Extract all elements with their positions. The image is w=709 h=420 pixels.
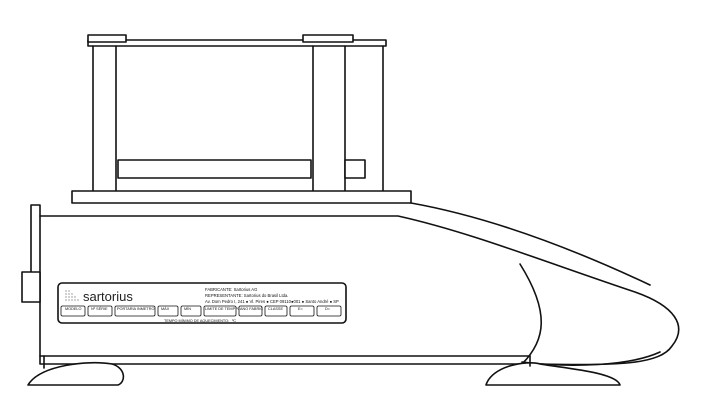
label-field-text: CLASSE: [268, 307, 283, 311]
housing-rear-panel: [30, 204, 41, 273]
label-field-box: [238, 305, 263, 317]
manufacturer-line: FABRICANTE: Sartorius AG: [205, 287, 257, 292]
housing-body: [39, 215, 680, 366]
label-field-text: MÍN: [184, 307, 191, 311]
label-field-text: LIMITE DE TEMP ºC: [205, 307, 240, 311]
label-field-text: PORTARIA INMETRO: [117, 307, 154, 311]
warmup-unit: ºC: [232, 319, 236, 323]
identification-label-plate: sartorius FABRICANTE: Sartorius AG REPRE…: [57, 282, 347, 324]
representative-line: REPRESENTANTE: Sartorius do Brasil Ltda.: [205, 293, 288, 298]
weighing-pan: [117, 159, 312, 179]
address-line: Av. Dom Pedro I, 241 ● Vl. Pires ● CEP 0…: [205, 299, 339, 304]
sartorius-logo-mark: [65, 290, 79, 301]
label-field-box: [180, 305, 202, 317]
base-top-plate: [71, 190, 412, 204]
left-foot: [27, 361, 125, 386]
label-field-text: ANO FABRIC: [240, 307, 263, 311]
label-field-text: MÁX: [161, 307, 170, 311]
balance-feet: [27, 355, 621, 386]
label-field-box: [264, 305, 288, 317]
label-field-box: [114, 305, 156, 317]
housing-top-slope: [410, 202, 651, 286]
label-field-row: MODELO Nº SÉRIE PORTARIA INMETRO MÁX MÍN…: [60, 305, 342, 317]
label-field-box: [289, 305, 315, 317]
label-field-box: [203, 305, 237, 317]
draft-shield-top-handle-left: [87, 34, 127, 43]
draft-shield: [87, 34, 387, 193]
label-field-box: [316, 305, 342, 317]
label-field-box: [87, 305, 113, 317]
label-field-text: MODELO: [65, 307, 82, 311]
warmup-time-label: TEMPO MÍNIMO DE AQUECIMENTO:: [164, 319, 229, 323]
right-foot: [485, 362, 621, 386]
label-field-box: [157, 305, 179, 317]
brand-name: sartorius: [83, 289, 133, 304]
label-field-text: E=: [298, 307, 304, 311]
label-field-text: D=: [325, 307, 331, 311]
right-glass-latch: [344, 159, 366, 179]
draft-shield-top-cover: [87, 39, 387, 47]
label-field-box: [60, 305, 86, 317]
label-field-text: Nº SÉRIE: [91, 306, 108, 311]
side-connector: [21, 271, 41, 303]
draft-shield-top-handle-right: [302, 34, 354, 43]
